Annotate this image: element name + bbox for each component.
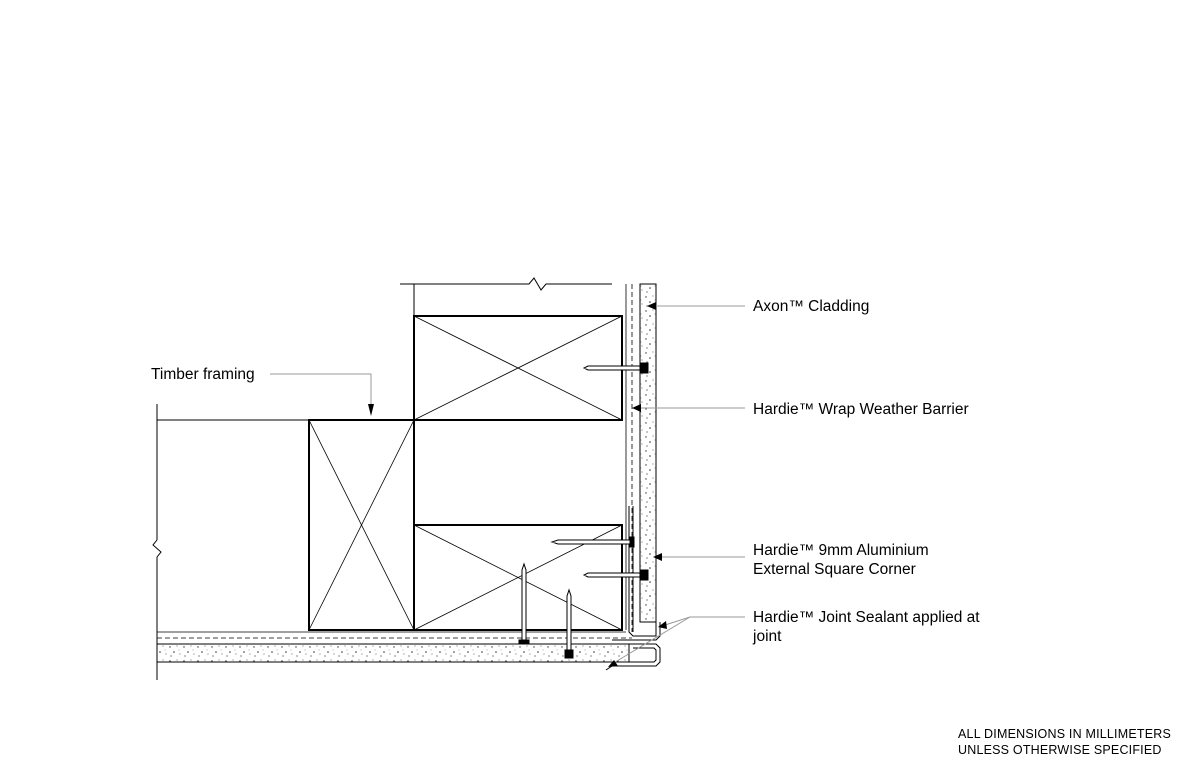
leader-corner (653, 553, 745, 561)
fixing-screws (518, 362, 649, 659)
cladding-horizontal (156, 643, 630, 663)
label-corner-line1: Hardie™ 9mm Aluminium (753, 542, 929, 559)
aluminium-corner (605, 506, 661, 671)
label-corner-line2: External Square Corner (753, 561, 916, 578)
wall-break-line (152, 404, 162, 680)
label-wrap-barrier: Hardie™ Wrap Weather Barrier (753, 401, 969, 418)
label-axon-cladding: Axon™ Cladding (753, 298, 869, 315)
leader-timber (270, 373, 374, 416)
label-timber-framing: Timber framing (151, 366, 255, 383)
label-sealant-line2: joint (752, 628, 782, 645)
leader-axon (647, 302, 745, 310)
leader-wrap (632, 404, 745, 412)
note-line1: ALL DIMENSIONS IN MILLIMETERS (958, 727, 1171, 741)
timber-stud-corner (308, 419, 415, 631)
note-line2: UNLESS OTHERWISE SPECIFIED (958, 743, 1162, 757)
top-break-line (400, 277, 612, 316)
label-sealant-line1: Hardie™ Joint Sealant applied at (753, 609, 980, 626)
leader-sealant (608, 616, 745, 667)
weather-barrier (157, 284, 633, 639)
